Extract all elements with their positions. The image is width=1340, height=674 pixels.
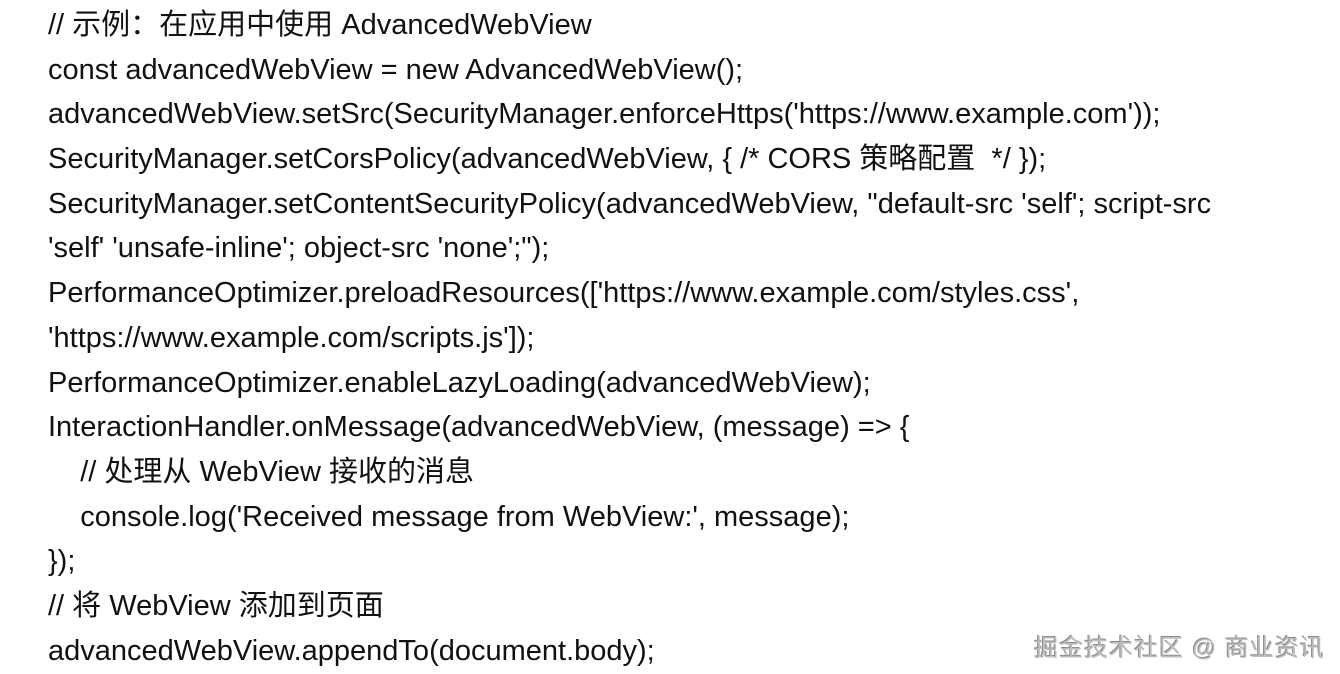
code-line: }); xyxy=(48,545,76,578)
code-line: SecurityManager.setContentSecurityPolicy… xyxy=(48,187,1212,220)
code-line: PerformanceOptimizer.preloadResources(['… xyxy=(48,277,1080,310)
code-line: advancedWebView.setSrc(SecurityManager.e… xyxy=(48,98,1161,131)
code-line: // 将 WebView 添加到页面 xyxy=(48,589,384,622)
code-line: PerformanceOptimizer.enableLazyLoading(a… xyxy=(48,366,871,399)
code-block: // 示例：在应用中使用 AdvancedWebView const advan… xyxy=(48,3,1330,673)
code-line: SecurityManager.setCorsPolicy(advancedWe… xyxy=(48,143,1047,176)
code-line: 'https://www.example.com/scripts.js']); xyxy=(48,321,535,354)
code-line: const advancedWebView = new AdvancedWebV… xyxy=(48,53,744,86)
code-line: console.log('Received message from WebVi… xyxy=(48,500,850,533)
code-line: advancedWebView.appendTo(document.body); xyxy=(48,634,655,667)
code-line: // 示例：在应用中使用 AdvancedWebView xyxy=(48,9,592,41)
code-line: InteractionHandler.onMessage(advancedWeb… xyxy=(48,411,910,444)
code-line: 'self' 'unsafe-inline'; object-src 'none… xyxy=(48,232,550,265)
watermark-text: 掘金技术社区 @ 商业资讯 xyxy=(1034,635,1325,662)
code-line: // 处理从 WebView 接收的消息 xyxy=(48,455,474,488)
